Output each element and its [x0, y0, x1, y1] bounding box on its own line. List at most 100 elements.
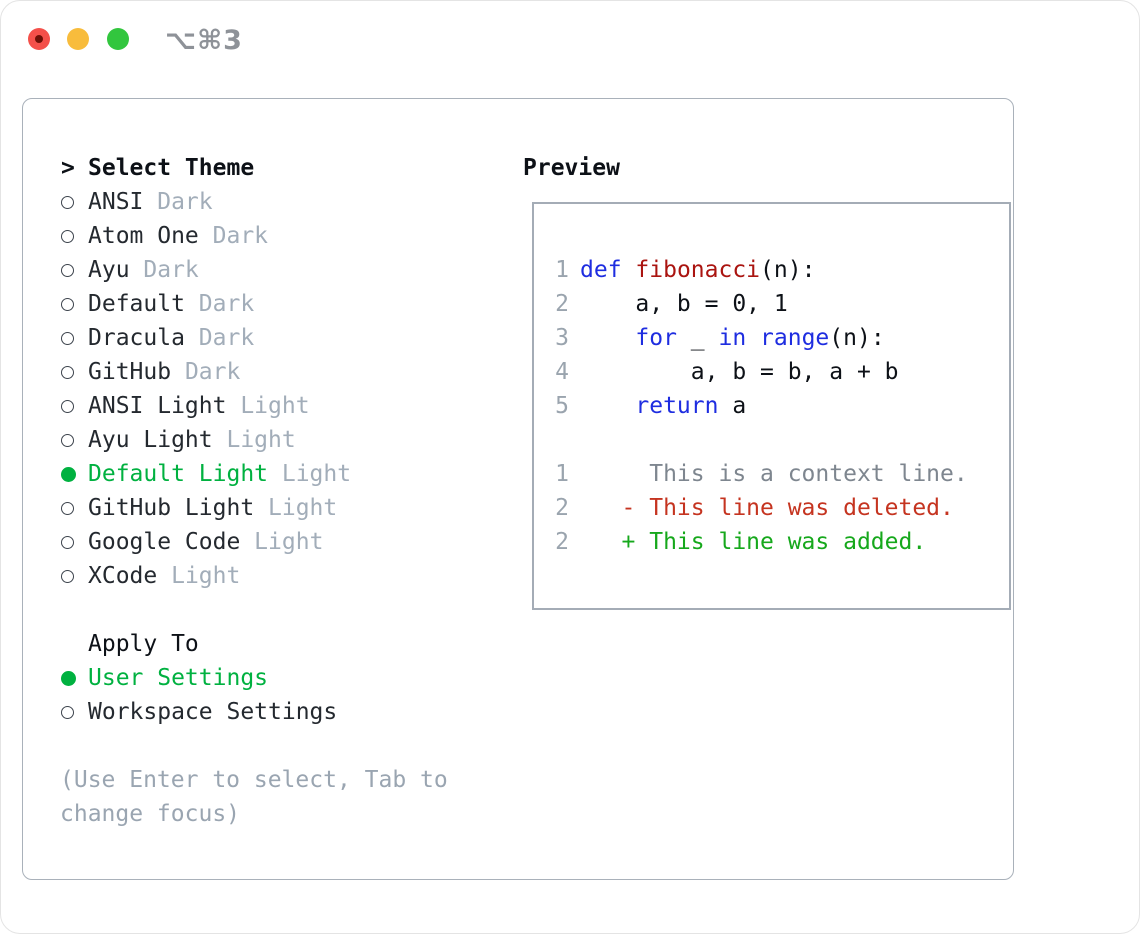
- theme-option[interactable]: Ayu Light Light: [23, 423, 523, 457]
- code-content: This is a context line.: [580, 461, 968, 487]
- code-line: 2 a, b = 0, 1: [555, 287, 999, 321]
- theme-option[interactable]: ANSI Light Light: [23, 389, 523, 423]
- radio-selected-icon: [61, 670, 76, 686]
- option-variant-label: Light: [268, 461, 352, 487]
- code-line: 5 return a: [555, 389, 999, 423]
- option-variant-label: Light: [226, 393, 310, 419]
- radio-icon: [61, 229, 74, 243]
- option-label: Ayu Light: [88, 427, 213, 453]
- option-variant-label: Light: [240, 529, 324, 555]
- line-number: 3: [555, 325, 569, 351]
- option-label: Ayu: [88, 257, 130, 283]
- radio-icon: [61, 535, 74, 549]
- select-theme-title: Select Theme: [88, 155, 255, 181]
- option-variant-label: Dark: [143, 189, 213, 215]
- option-variant-label: Light: [157, 563, 241, 589]
- option-variant-label: Dark: [129, 257, 199, 283]
- code-content: def fibonacci(n):: [580, 257, 816, 283]
- prompt-icon: >: [61, 155, 75, 181]
- apply-to-title: Apply To: [88, 631, 199, 657]
- apply-to-header: Apply To: [23, 627, 523, 661]
- line-number: 4: [555, 359, 569, 385]
- radio-selected-icon: [61, 466, 76, 482]
- theme-option[interactable]: GitHub Light Light: [23, 491, 523, 525]
- line-number: 2: [555, 291, 569, 317]
- window-titlebar: ⌥⌘3: [1, 1, 1139, 77]
- option-label: GitHub Light: [88, 495, 255, 521]
- option-variant-label: Dark: [171, 359, 241, 385]
- zoom-button-icon[interactable]: [107, 28, 129, 50]
- apply-option[interactable]: Workspace Settings: [23, 695, 523, 729]
- radio-icon: [61, 433, 74, 447]
- theme-option[interactable]: GitHub Dark: [23, 355, 523, 389]
- code-content: - This line was deleted.: [580, 495, 954, 521]
- hint-text: (Use Enter to select, Tab to change focus…: [23, 763, 523, 831]
- option-label: Workspace Settings: [88, 699, 338, 725]
- radio-icon: [61, 331, 74, 345]
- theme-option[interactable]: Ayu Dark: [23, 253, 523, 287]
- line-number: 1: [555, 461, 569, 487]
- code-line: 2 + This line was added.: [555, 525, 999, 559]
- code-content: return a: [635, 393, 747, 419]
- theme-option[interactable]: Google Code Light: [23, 525, 523, 559]
- select-theme-header: > Select Theme: [23, 151, 523, 185]
- radio-icon: [61, 501, 74, 515]
- preview-title: Preview: [523, 155, 620, 181]
- code-content: a, b = 0, 1: [580, 291, 788, 317]
- code-content: + This line was added.: [580, 529, 927, 555]
- theme-option[interactable]: Default Light Light: [23, 457, 523, 491]
- line-number: 2: [555, 529, 569, 555]
- code-line: 3 for _ in range(n):: [555, 321, 999, 355]
- minimize-button-icon[interactable]: [67, 28, 89, 50]
- theme-option[interactable]: Dracula Dark: [23, 321, 523, 355]
- line-number: 1: [555, 257, 569, 283]
- option-label: Atom One: [88, 223, 199, 249]
- option-label: ANSI: [88, 189, 144, 215]
- line-number: [555, 423, 569, 457]
- code-line: 2 - This line was deleted.: [555, 491, 999, 525]
- radio-icon: [61, 365, 74, 379]
- radio-icon: [61, 399, 74, 413]
- theme-option[interactable]: XCode Light: [23, 559, 523, 593]
- radio-icon: [61, 705, 74, 719]
- radio-icon: [61, 263, 74, 277]
- code-line: 1 def fibonacci(n):: [555, 253, 999, 287]
- option-label: Dracula: [88, 325, 185, 351]
- option-label: Default: [88, 291, 185, 317]
- option-label: ANSI Light: [88, 393, 227, 419]
- line-number: 2: [555, 495, 569, 521]
- theme-option[interactable]: Atom One Dark: [23, 219, 523, 253]
- code-content: a, b = b, a + b: [580, 359, 899, 385]
- option-variant-label: Light: [254, 495, 338, 521]
- radio-icon: [61, 297, 74, 311]
- apply-option[interactable]: User Settings: [23, 661, 523, 695]
- hint-line: change focus): [60, 801, 241, 827]
- theme-option[interactable]: ANSI Dark: [23, 185, 523, 219]
- option-label: XCode: [88, 563, 158, 589]
- option-variant-label: Dark: [198, 223, 269, 249]
- code-line: 4 a, b = b, a + b: [555, 355, 999, 389]
- option-variant-label: Light: [212, 427, 296, 453]
- option-variant-label: Dark: [184, 325, 255, 351]
- option-label: User Settings: [88, 665, 269, 691]
- hint-line: (Use Enter to select, Tab to: [60, 767, 448, 793]
- option-label: Google Code: [88, 529, 241, 555]
- option-label: GitHub: [88, 359, 172, 385]
- radio-icon: [61, 195, 74, 209]
- close-button-icon[interactable]: [28, 28, 50, 50]
- option-variant-label: Dark: [184, 291, 255, 317]
- theme-option[interactable]: Default Dark: [23, 287, 523, 321]
- code-line: [555, 423, 999, 457]
- window-title: ⌥⌘3: [165, 25, 243, 56]
- code-line: 1 This is a context line.: [555, 457, 999, 491]
- radio-icon: [61, 569, 74, 583]
- option-label: Default Light: [88, 461, 269, 487]
- line-number: 5: [555, 393, 569, 419]
